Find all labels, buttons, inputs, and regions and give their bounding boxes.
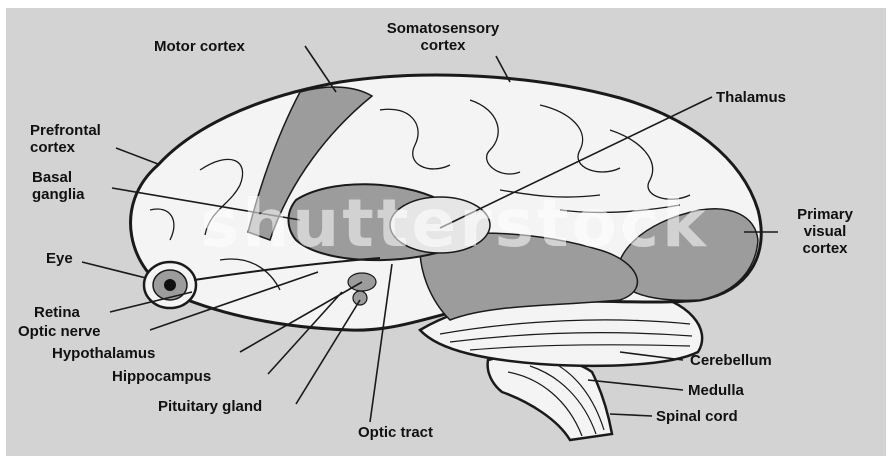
label-medulla: Medulla <box>688 382 744 399</box>
label-hippocampus: Hippocampus <box>112 368 211 385</box>
label-optic-nerve: Optic nerve <box>18 323 101 340</box>
label-spinal-cord: Spinal cord <box>656 408 738 425</box>
label-prefrontal-line2: cortex <box>30 139 101 156</box>
label-optic-tract: Optic tract <box>358 424 433 441</box>
label-cerebellum: Cerebellum <box>690 352 772 369</box>
label-prefrontal-cortex: Prefrontal cortex <box>30 122 101 156</box>
label-visual-line3: cortex <box>780 240 870 257</box>
label-basal-ganglia-line1: Basal <box>32 169 85 186</box>
label-basal-ganglia: Basal ganglia <box>32 169 85 203</box>
watermark: shutterstock <box>200 185 709 262</box>
label-prefrontal-line1: Prefrontal <box>30 122 101 139</box>
label-hypothalamus: Hypothalamus <box>52 345 155 362</box>
label-motor-cortex: Motor cortex <box>154 38 245 55</box>
label-retina: Retina <box>34 304 80 321</box>
label-somatosensory-line2: cortex <box>358 37 528 54</box>
label-pituitary-gland: Pituitary gland <box>158 398 262 415</box>
label-visual-line2: visual <box>780 223 870 240</box>
label-visual-line1: Primary <box>780 206 870 223</box>
pituitary-shape <box>353 291 367 305</box>
label-basal-ganglia-line2: ganglia <box>32 186 85 203</box>
label-somatosensory-line1: Somatosensory <box>358 20 528 37</box>
label-somatosensory-cortex: Somatosensory cortex <box>358 20 528 54</box>
label-eye: Eye <box>46 250 73 267</box>
label-thalamus: Thalamus <box>716 89 786 106</box>
label-primary-visual-cortex: Primary visual cortex <box>780 206 870 257</box>
